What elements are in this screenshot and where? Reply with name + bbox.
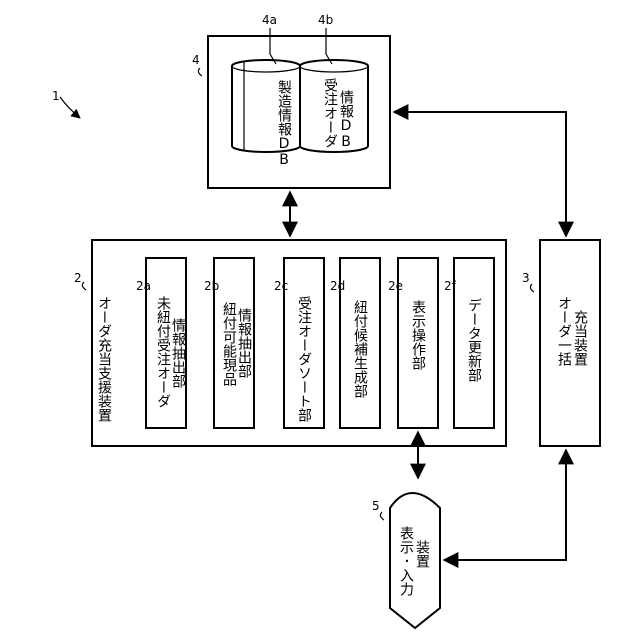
module-2b-ref: 2b	[204, 279, 219, 293]
module-2c-line1: 受注オーダソート部	[296, 296, 312, 422]
module-2a-line1: 未紐付受注オーダ	[155, 296, 171, 408]
module-2d-line1: 紐付候補生成部	[352, 300, 368, 398]
db-unit-ref: 4	[192, 53, 200, 67]
module-2f-line1: データ更新部	[466, 298, 482, 382]
module-2c-ref: 2c	[274, 279, 288, 293]
link-db-bulk	[394, 112, 566, 236]
bulk-device-line2: 充当装置	[572, 310, 588, 366]
bulk-device-ref: 3	[522, 271, 530, 285]
db-b-label-line1: 受注オーダ	[322, 78, 338, 148]
module-2e-line1: 表示操作部	[410, 300, 426, 370]
module-2e-ref: 2e	[388, 279, 403, 293]
display-device-ref: 5	[372, 499, 380, 513]
db-unit-ref-tick	[198, 68, 202, 76]
module-2f-ref: 2f	[444, 279, 457, 293]
module-2a-line2: 情報抽出部	[170, 318, 186, 388]
db-b-label-line2: 情報DB	[338, 90, 354, 150]
support-device-ref-tick	[82, 282, 86, 290]
system-ref-leader	[60, 97, 80, 118]
db-a-ref: 4a	[262, 13, 277, 27]
bulk-device-ref-tick	[530, 284, 534, 292]
support-device-ref: 2	[74, 271, 82, 285]
system-ref-label: 1	[52, 89, 60, 103]
db-a-label: 製造情報DB	[276, 80, 292, 168]
support-device-title: オーダ充当支援装置	[96, 296, 112, 422]
display-device-ref-tick	[380, 512, 384, 520]
module-2b-line1: 紐付可能現品	[221, 302, 237, 386]
link-bulk-display	[444, 450, 566, 560]
bulk-device-line1: オーダ一括	[556, 296, 572, 366]
display-device-line1: 表示･入力	[398, 526, 414, 597]
db-b-ref: 4b	[318, 13, 333, 27]
module-2d-ref: 2d	[330, 279, 345, 293]
module-2a-ref: 2a	[136, 279, 151, 293]
display-device-line2: 装置	[414, 540, 430, 568]
module-2b-line2: 情報抽出部	[236, 308, 252, 378]
